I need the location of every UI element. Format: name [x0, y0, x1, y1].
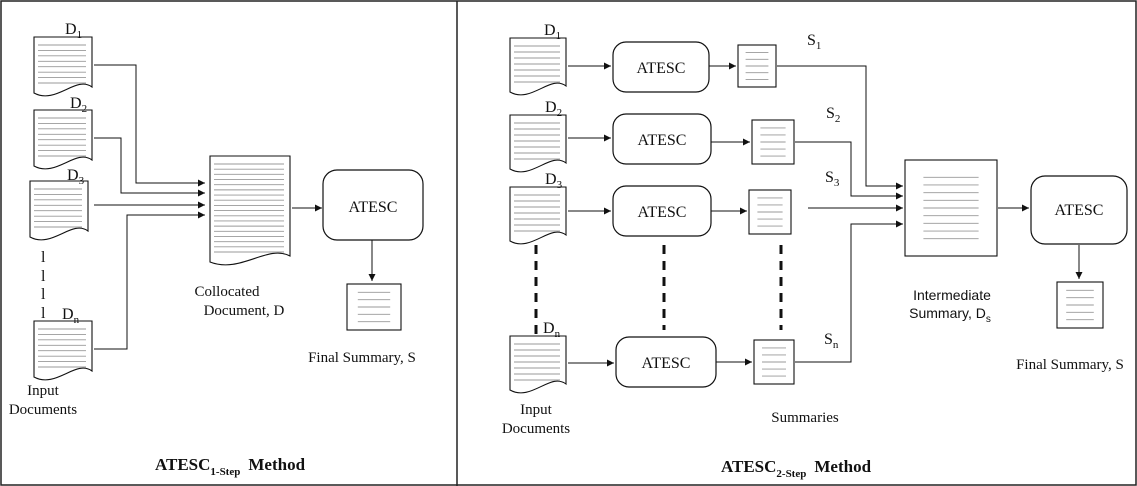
document-outline [509, 335, 567, 394]
left-atesc-label: ATESC [349, 199, 398, 216]
left-final-summary-label: Final Summary, S [308, 350, 416, 366]
left-final-summary-box [346, 283, 402, 331]
left-panel: ATESC D1 D2 D3 Dn l l l l Input Document… [9, 21, 424, 478]
intermediate-label-line2: Summary, Ds [909, 305, 991, 325]
intermediate-summary-box [904, 159, 998, 257]
right-arrow-sn-intermediate [795, 220, 903, 363]
right-final-atesc-label: ATESC [1055, 202, 1104, 219]
document-outline [509, 186, 567, 245]
ellipsis-mark: l [41, 249, 46, 266]
right-input-document-1 [509, 37, 567, 96]
left-doc-label-2: D2 [70, 95, 87, 115]
right-doc-label-2: D2 [545, 99, 562, 119]
right-input-label-line2: Documents [502, 421, 570, 437]
left-doc-label-1: D1 [65, 21, 82, 41]
right-atesc-label-3: ATESC [638, 204, 687, 221]
collocated-label-line1: Collocated [195, 284, 260, 300]
right-atesc-label-n: ATESC [642, 355, 691, 372]
left-doc-label-n: Dn [62, 306, 80, 326]
summary-box-2 [751, 119, 795, 165]
left-arrow-dn [94, 211, 205, 350]
right-arrow-s1-intermediate [777, 65, 903, 190]
left-atesc-box [322, 169, 424, 241]
document-outline [509, 114, 567, 173]
summary-label-1: S1 [807, 32, 821, 52]
right-atesc-label-1: ATESC [637, 60, 686, 77]
summary-outline [737, 44, 777, 88]
summary-label-3: S3 [825, 169, 840, 189]
right-final-atesc-box [1030, 175, 1128, 245]
right-atesc-box-1 [612, 41, 710, 93]
right-input-document-2 [509, 114, 567, 173]
summary-box-n [753, 339, 795, 385]
summary-box-3 [748, 189, 792, 235]
left-doc-label-3: D3 [67, 167, 85, 187]
right-input-label-line1: Input [520, 402, 552, 418]
intermediate-label-line1: Intermediate [913, 287, 991, 303]
right-input-document-3 [509, 186, 567, 245]
left-input-label-line1: Input [27, 383, 59, 399]
collocated-label-line2: Document, D [204, 303, 285, 319]
left-arrow-d2 [94, 137, 205, 197]
ellipsis-mark: l [41, 268, 46, 285]
right-atesc-box-n [615, 336, 717, 388]
right-panel: ATESC ATESC ATESC ATESC ATESC D1 D2 D3 D… [502, 22, 1128, 480]
right-atesc-box-3 [612, 185, 712, 237]
right-input-document-n [509, 335, 567, 394]
ellipsis-mark: l [41, 286, 46, 303]
summary-label-n: Sn [824, 331, 839, 351]
right-doc-label-n: Dn [543, 320, 561, 340]
right-final-summary-box [1056, 281, 1104, 329]
input-document-2 [33, 109, 93, 170]
right-connectors [568, 62, 1083, 367]
right-doc-label-3: D3 [545, 171, 563, 191]
document-outline [509, 37, 567, 96]
left-input-label-line2: Documents [9, 402, 77, 418]
summary-box-1 [737, 44, 777, 88]
summaries-label: Summaries [771, 410, 839, 426]
right-atesc-box-2 [612, 113, 712, 165]
right-doc-label-1: D1 [544, 22, 561, 42]
left-connectors [94, 64, 376, 350]
right-dashed-ellipses [534, 245, 783, 335]
right-arrow-s2-intermediate [795, 141, 903, 200]
collocated-document [209, 155, 291, 266]
input-document-n [33, 320, 93, 381]
left-arrow-d1 [94, 64, 205, 187]
input-document-3 [29, 180, 89, 241]
right-atesc-label-2: ATESC [638, 132, 687, 149]
input-document-1 [33, 36, 93, 97]
right-final-summary-label: Final Summary, S [1016, 357, 1124, 373]
ellipsis-mark: l [41, 305, 46, 322]
summary-label-2: S2 [826, 105, 840, 125]
